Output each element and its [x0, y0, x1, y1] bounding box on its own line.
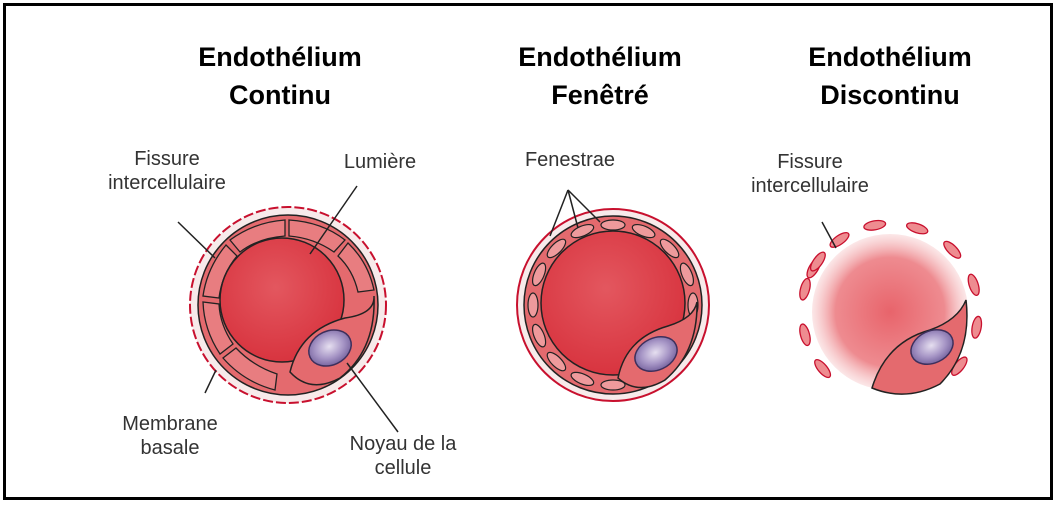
- label-membrane-line2: basale: [95, 436, 245, 460]
- label-fissure-2: Fissure intercellulaire: [735, 150, 885, 198]
- endothelial-fragment: [966, 273, 981, 297]
- fenestra-pore: [528, 293, 538, 317]
- endothelial-fragment: [863, 219, 886, 232]
- fenestra-pore: [601, 220, 625, 230]
- label-lumiere: Lumière: [320, 150, 440, 174]
- fenestrated-vessel: [517, 209, 709, 401]
- label-fissure-1: Fissure intercellulaire: [92, 147, 242, 195]
- endothelial-fragment: [798, 323, 812, 347]
- continuous-vessel: [190, 207, 386, 403]
- label-fissure-2-line2: intercellulaire: [735, 174, 885, 198]
- endothelial-fragment: [970, 316, 983, 339]
- label-fissure-1-line2: intercellulaire: [92, 171, 242, 195]
- label-noyau-line2: cellule: [328, 456, 478, 480]
- label-membrane: Membrane basale: [95, 412, 245, 460]
- label-fissure-2-line1: Fissure: [735, 150, 885, 174]
- leader-lines-3: [822, 222, 836, 248]
- label-noyau: Noyau de la cellule: [328, 432, 478, 480]
- label-fissure-1-line1: Fissure: [92, 147, 242, 171]
- label-noyau-line1: Noyau de la: [328, 432, 478, 456]
- label-membrane-line1: Membrane: [95, 412, 245, 436]
- endothelial-fragment: [905, 221, 929, 236]
- label-fenestrae: Fenestrae: [505, 148, 635, 172]
- discontinuous-vessel: [798, 219, 983, 394]
- endothelial-fragment: [798, 277, 812, 301]
